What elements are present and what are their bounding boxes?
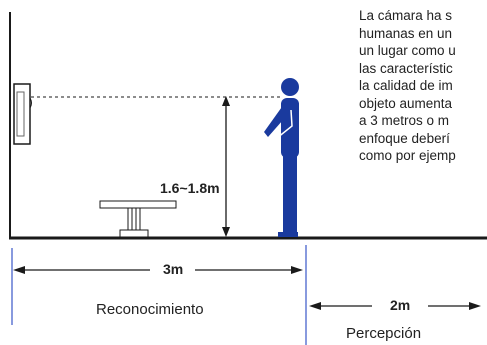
description-line: humanas en un — [359, 25, 453, 41]
description-line: a 3 metros o m — [359, 113, 450, 128]
perception-zone-label: Percepción — [346, 325, 422, 342]
recognition-zone-label: Reconocimiento — [96, 301, 204, 318]
person-arm-outline — [271, 109, 293, 143]
camera-icon — [13, 83, 32, 145]
perception-distance-label: 2m — [390, 297, 411, 313]
recognition-distance-arrow — [13, 266, 303, 274]
table-icon — [99, 200, 177, 238]
perception-distance-arrow — [309, 302, 481, 310]
description-line: enfoque deberí — [359, 130, 450, 146]
recognition-distance-label: 3m — [163, 261, 184, 277]
height-arrow — [222, 96, 230, 237]
description-line: un lugar como u — [359, 43, 456, 58]
description-line: como por ejemp — [359, 148, 456, 163]
person-icon — [264, 78, 299, 237]
height-range-label: 1.6~1.8m — [160, 180, 220, 196]
description-line: las característic — [359, 60, 453, 76]
description-text: La cámara ha s humanas en un un lugar co… — [359, 7, 487, 232]
description-line: objeto aumenta — [359, 95, 453, 111]
description-line: la calidad de im — [359, 78, 453, 93]
description-line: La cámara ha s — [359, 8, 453, 23]
